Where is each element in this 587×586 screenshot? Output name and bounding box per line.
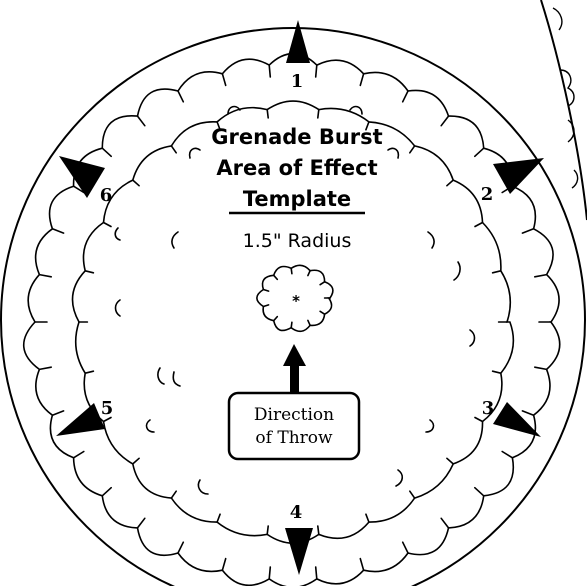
adjacent-template-edge — [541, 0, 587, 220]
scatter-label-4: 4 — [290, 502, 303, 523]
template-title-line3: Template — [243, 187, 351, 211]
center-mark: * — [292, 292, 300, 310]
scatter-label-2: 2 — [481, 184, 494, 205]
scatter-arrow-5 — [56, 403, 105, 436]
scatter-label-6: 6 — [100, 185, 113, 206]
throw-direction-line1: Direction — [254, 405, 334, 425]
throw-direction-line2: of Throw — [255, 428, 333, 448]
template-title-line1: Grenade Burst — [211, 125, 382, 149]
scatter-arrow-1 — [286, 20, 310, 63]
throw-direction-box — [229, 393, 359, 459]
throw-direction-arrow — [283, 344, 306, 394]
scatter-label-3: 3 — [482, 398, 495, 419]
template-title-line2: Area of Effect — [216, 156, 377, 180]
scatter-label-1: 1 — [291, 71, 304, 92]
scatter-arrow-4 — [285, 528, 313, 575]
scatter-arrows — [56, 20, 544, 575]
radius-label: 1.5" Radius — [243, 230, 352, 252]
adjacent-template-cloud — [553, 8, 578, 188]
scatter-label-5: 5 — [101, 398, 114, 419]
